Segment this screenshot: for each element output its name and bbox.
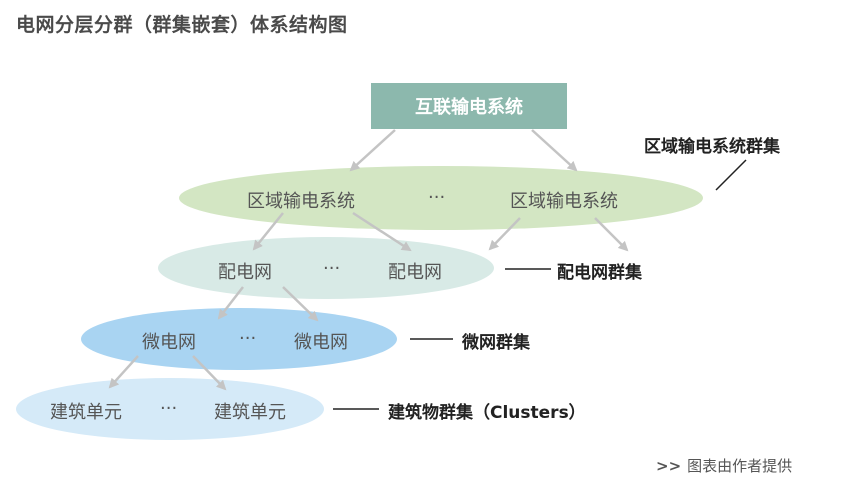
transmission-group-label: 区域输电系统群集 — [644, 137, 780, 157]
source-note: >> 图表由作者提供 — [656, 455, 792, 476]
transmission-group-ellipse — [179, 166, 703, 230]
distribution-group-label: 配电网群集 — [557, 263, 642, 283]
transmission-ellipsis: ··· — [428, 187, 446, 208]
label-leader-lines — [333, 159, 747, 410]
transmission-node-left: 区域输电系统 — [247, 191, 355, 212]
transmission-node-right: 区域输电系统 — [510, 191, 618, 212]
building-group-ellipse — [16, 378, 324, 440]
microgrid-ellipsis: ··· — [239, 328, 257, 349]
source-note-text: 图表由作者提供 — [687, 457, 793, 475]
building-ellipsis: ··· — [160, 398, 178, 419]
diagram-title: 电网分层分群（群集嵌套）体系结构图 — [16, 14, 348, 36]
microgrid-group-label: 微网群集 — [462, 333, 530, 353]
top-node-interconnected-system: 互联输电系统 — [371, 83, 567, 129]
microgrid-node-right: 微电网 — [294, 332, 348, 353]
microgrid-group-ellipse — [81, 308, 397, 370]
building-group-label: 建筑物群集（Clusters） — [388, 403, 586, 423]
distribution-node-left: 配电网 — [218, 262, 272, 283]
distribution-node-right: 配电网 — [388, 262, 442, 283]
microgrid-node-left: 微电网 — [142, 332, 196, 353]
double-chevron-icon: >> — [656, 457, 682, 475]
building-node-left: 建筑单元 — [50, 402, 122, 423]
distribution-group-ellipse — [158, 237, 494, 299]
connector-arrows — [108, 129, 629, 391]
building-node-right: 建筑单元 — [214, 402, 286, 423]
distribution-ellipsis: ··· — [323, 258, 341, 279]
